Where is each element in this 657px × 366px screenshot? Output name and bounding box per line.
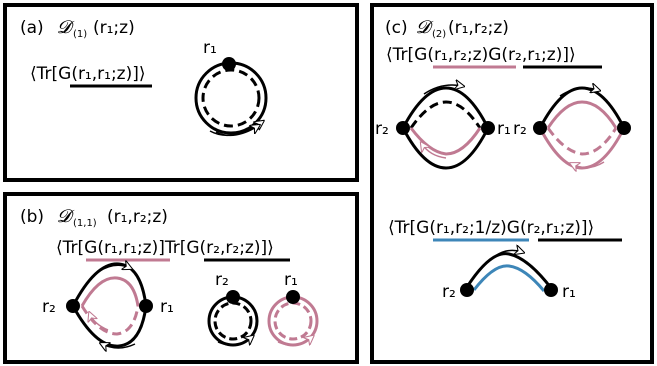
- panel-a-node-label: r₁: [203, 38, 217, 58]
- panel-a: (a) 𝓓 (1) (r₁;z) ⟨Tr[G(r₁,r₁;z)]⟩ r₁: [3, 3, 359, 182]
- panel-a-trace-expr: ⟨Tr[G(r₁,r₁;z)]⟩: [30, 64, 146, 84]
- panel-b-label: (b): [20, 207, 44, 227]
- panel-c-func-sub: (2): [432, 29, 446, 40]
- panel-c-d1-right-label: r₁: [497, 119, 511, 139]
- panel-b-ring-pink: r₁: [267, 270, 319, 347]
- panel-c-diagram-2: r₂: [513, 88, 631, 168]
- panel-b-right-node: [139, 299, 153, 313]
- panel-c-trace-expr: ⟨Tr[G(r₁,r₂;z)G(r₂,r₁;z)]⟩: [386, 45, 576, 65]
- panel-b-right-node-label: r₁: [160, 297, 174, 317]
- panel-c-d3-right-label: r₁: [562, 282, 576, 302]
- panel-c-func-symbol: 𝓓: [416, 17, 434, 38]
- panel-c-diagram-1: r₂ r₁: [375, 85, 511, 170]
- panel-b-trace-expr: ⟨Tr[G(r₁,r₁;z)]Tr[G(r₂,r₂;z)]⟩: [56, 238, 274, 258]
- panel-a-func-sub: (1): [73, 29, 87, 40]
- panel-b-func-args: (r₁,r₂;z): [107, 207, 168, 227]
- panel-b-frame: [3, 192, 359, 364]
- panel-b-left-node: [66, 299, 80, 313]
- panel-c-label: (c): [385, 18, 408, 38]
- panel-b-func-sub: (1,1): [73, 218, 97, 229]
- panel-c-d2-left-label: r₂: [513, 119, 527, 139]
- panel-b: (b) 𝓓 (1,1) (r₁,r₂;z) ⟨Tr[G(r₁,r₁;z)]Tr[…: [3, 192, 359, 364]
- panel-b-ring2-label: r₁: [284, 270, 298, 290]
- panel-b-diamond: r₂ r₁: [42, 264, 174, 348]
- panel-c-frame: [370, 3, 654, 364]
- panel-b-func-symbol: 𝓓: [57, 206, 75, 227]
- panel-b-left-node-label: r₂: [42, 297, 56, 317]
- panel-a-frame: [3, 3, 359, 182]
- panel-b-ring1-label: r₂: [215, 270, 229, 290]
- panel-a-func-symbol: 𝓓: [57, 17, 75, 38]
- panel-c-func-args: (r₁,r₂;z): [448, 18, 509, 38]
- panel-a-label: (a): [20, 18, 44, 38]
- panel-c-diagram-3: r₂ r₁: [442, 250, 576, 302]
- panel-c-d3-left-label: r₂: [442, 282, 456, 302]
- panel-a-node: [222, 57, 236, 71]
- panel-c: (c) 𝓓 (2) (r₁,r₂;z) ⟨Tr[G(r₁,r₂;z)G(r₂,r…: [370, 3, 654, 364]
- panel-a-loop: r₁: [194, 38, 268, 137]
- panel-c-d1-left-label: r₂: [375, 119, 389, 139]
- panel-c-trace-expr-2: ⟨Tr[G(r₁,r₂;1/z)G(r₂,r₁;z)]⟩: [388, 218, 594, 238]
- panel-b-ring-black: r₂: [207, 270, 259, 347]
- panel-a-func-args: (r₁;z): [93, 18, 135, 38]
